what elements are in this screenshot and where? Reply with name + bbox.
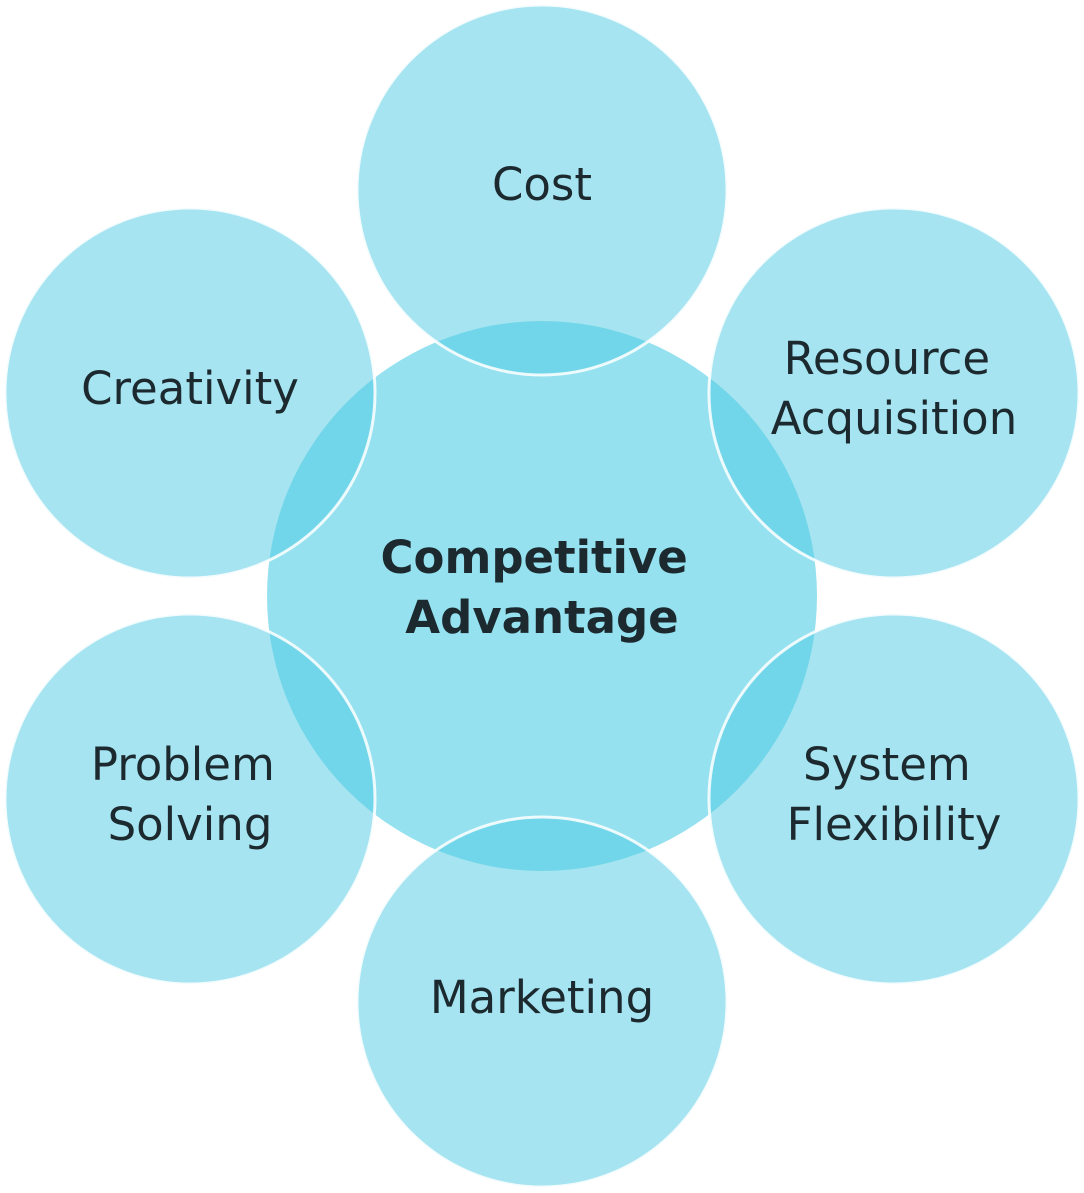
node-creativity-label: Creativity bbox=[81, 362, 299, 415]
node-system-flexibility-label: System Flexibility bbox=[787, 738, 1002, 851]
node-system-flexibility-outline bbox=[707, 612, 1081, 986]
node-marketing-label-line: Marketing bbox=[430, 971, 654, 1024]
center-label: Competitive Advantage bbox=[381, 531, 704, 644]
node-marketing-outline bbox=[355, 815, 729, 1189]
outer-circle-outlines bbox=[3, 3, 1081, 1189]
node-problem-solving-label: Problem Solving bbox=[91, 738, 289, 851]
center-circle bbox=[267, 321, 817, 871]
node-cost-circle bbox=[357, 5, 727, 375]
center-label-line-1: Competitive bbox=[381, 531, 688, 584]
node-problem-solving-label-line-1: Problem bbox=[91, 738, 275, 791]
node-marketing-circle bbox=[357, 817, 727, 1187]
node-resource-acquisition-circle bbox=[709, 208, 1079, 578]
node-resource-acquisition-label: Resource Acquisition bbox=[771, 332, 1017, 445]
node-creativity-outline bbox=[3, 206, 377, 580]
node-problem-solving-label-line-2: Solving bbox=[108, 798, 273, 851]
node-cost-label-line: Cost bbox=[492, 158, 592, 211]
node-cost-label: Cost bbox=[492, 158, 592, 211]
node-system-flexibility-label-line-2: Flexibility bbox=[787, 798, 1002, 851]
node-system-flexibility-circle bbox=[709, 614, 1079, 984]
outer-circles bbox=[5, 5, 1079, 1187]
node-problem-solving-outline bbox=[3, 612, 377, 986]
node-resource-acquisition-outline bbox=[707, 206, 1081, 580]
node-creativity-circle bbox=[5, 208, 375, 578]
node-resource-acquisition-label-line-1: Resource bbox=[784, 332, 990, 385]
node-cost-outline bbox=[355, 3, 729, 377]
labels: Cost Resource Acquisition System Flexibi… bbox=[81, 158, 1017, 1024]
node-problem-solving-circle bbox=[5, 614, 375, 984]
node-resource-acquisition-label-line-2: Acquisition bbox=[771, 392, 1017, 445]
node-system-flexibility-label-line-1: System bbox=[803, 738, 971, 791]
node-creativity-label-line: Creativity bbox=[81, 362, 299, 415]
center-label-line-2: Advantage bbox=[405, 591, 678, 644]
node-marketing-label: Marketing bbox=[430, 971, 654, 1024]
